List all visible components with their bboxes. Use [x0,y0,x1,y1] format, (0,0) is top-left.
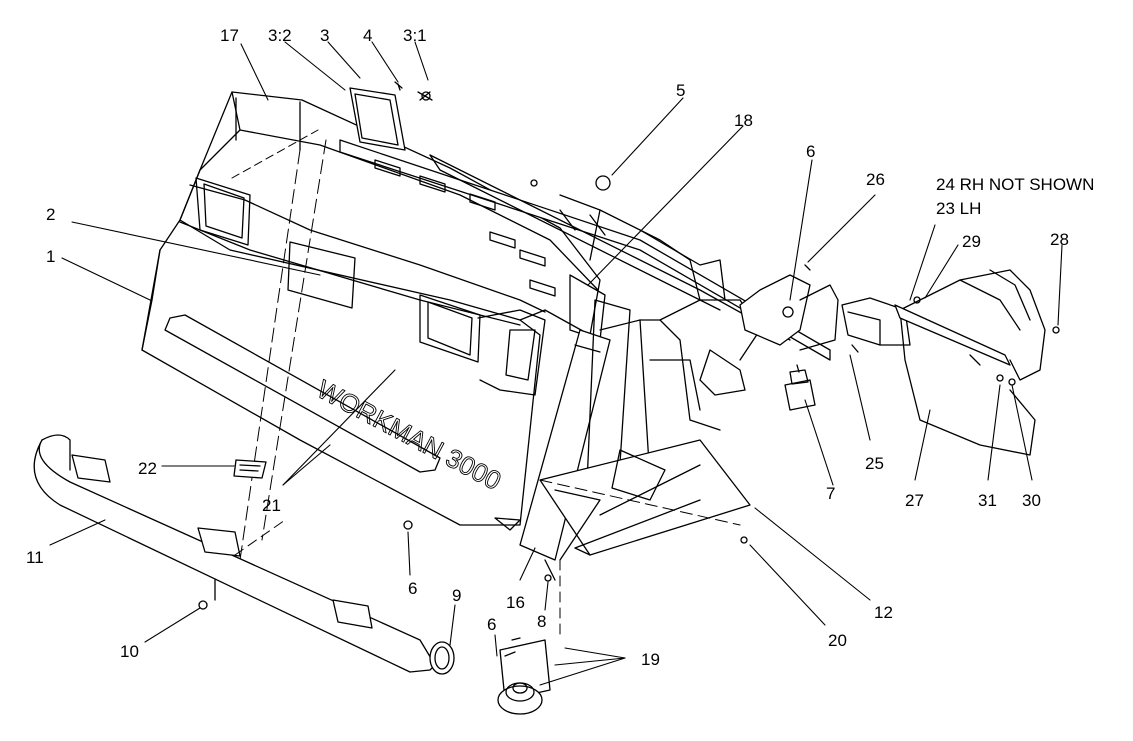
fender-27 [894,269,1046,456]
callout-5: 5 [676,81,686,100]
callout-3-2: 3:2 [268,26,292,45]
callout-4: 4 [363,26,373,45]
callout-12: 12 [874,603,893,622]
note-rh-not-shown: 24 RH NOT SHOWN [936,175,1095,194]
base-plate [494,439,751,561]
rubber-bumper-7 [784,364,816,411]
front-bumper-11 [33,434,436,673]
callout-27: 27 [905,491,924,510]
callout-31: 31 [978,491,997,510]
hood-panel [141,91,601,561]
hood-lettering: WORKMAN 3000 [312,374,506,496]
callout-29: 29 [962,232,981,251]
callout-6-bottom: 6 [487,615,497,634]
callout-21: 21 [262,496,281,515]
callout-10: 10 [120,642,139,661]
callout-18: 18 [734,111,753,130]
callout-26: 26 [866,170,885,189]
reflector-9 [429,641,455,675]
leader-lines [49,41,1063,686]
headlight-assembly [349,81,433,151]
callout-19: 19 [641,650,660,669]
callout-30: 30 [1022,491,1041,510]
callout-3: 3 [320,26,330,45]
callout-2: 2 [46,205,56,224]
callout-20: 20 [828,631,847,650]
callout-16: 16 [506,593,525,612]
callout-7: 7 [826,484,836,503]
mount-bracket-26 [739,264,839,351]
callout-6-mid: 6 [408,579,418,598]
callout-8: 8 [537,612,547,631]
frame-rails [339,139,831,581]
callout-9: 9 [452,586,462,605]
callout-6-top: 6 [806,142,816,161]
callout-17: 17 [220,26,239,45]
callout-22: 22 [138,459,157,478]
note-lh: 23 LH [936,199,982,218]
callout-28: 28 [1050,230,1069,249]
mount-plate-25 [841,297,911,353]
decal-22 [233,459,267,479]
horn-assembly-19 [497,559,561,715]
callout-11: 11 [26,548,44,567]
callout-25: 25 [865,454,884,473]
hardware [198,175,1060,610]
callout-1: 1 [46,247,56,266]
callout-3-1: 3:1 [403,26,427,45]
